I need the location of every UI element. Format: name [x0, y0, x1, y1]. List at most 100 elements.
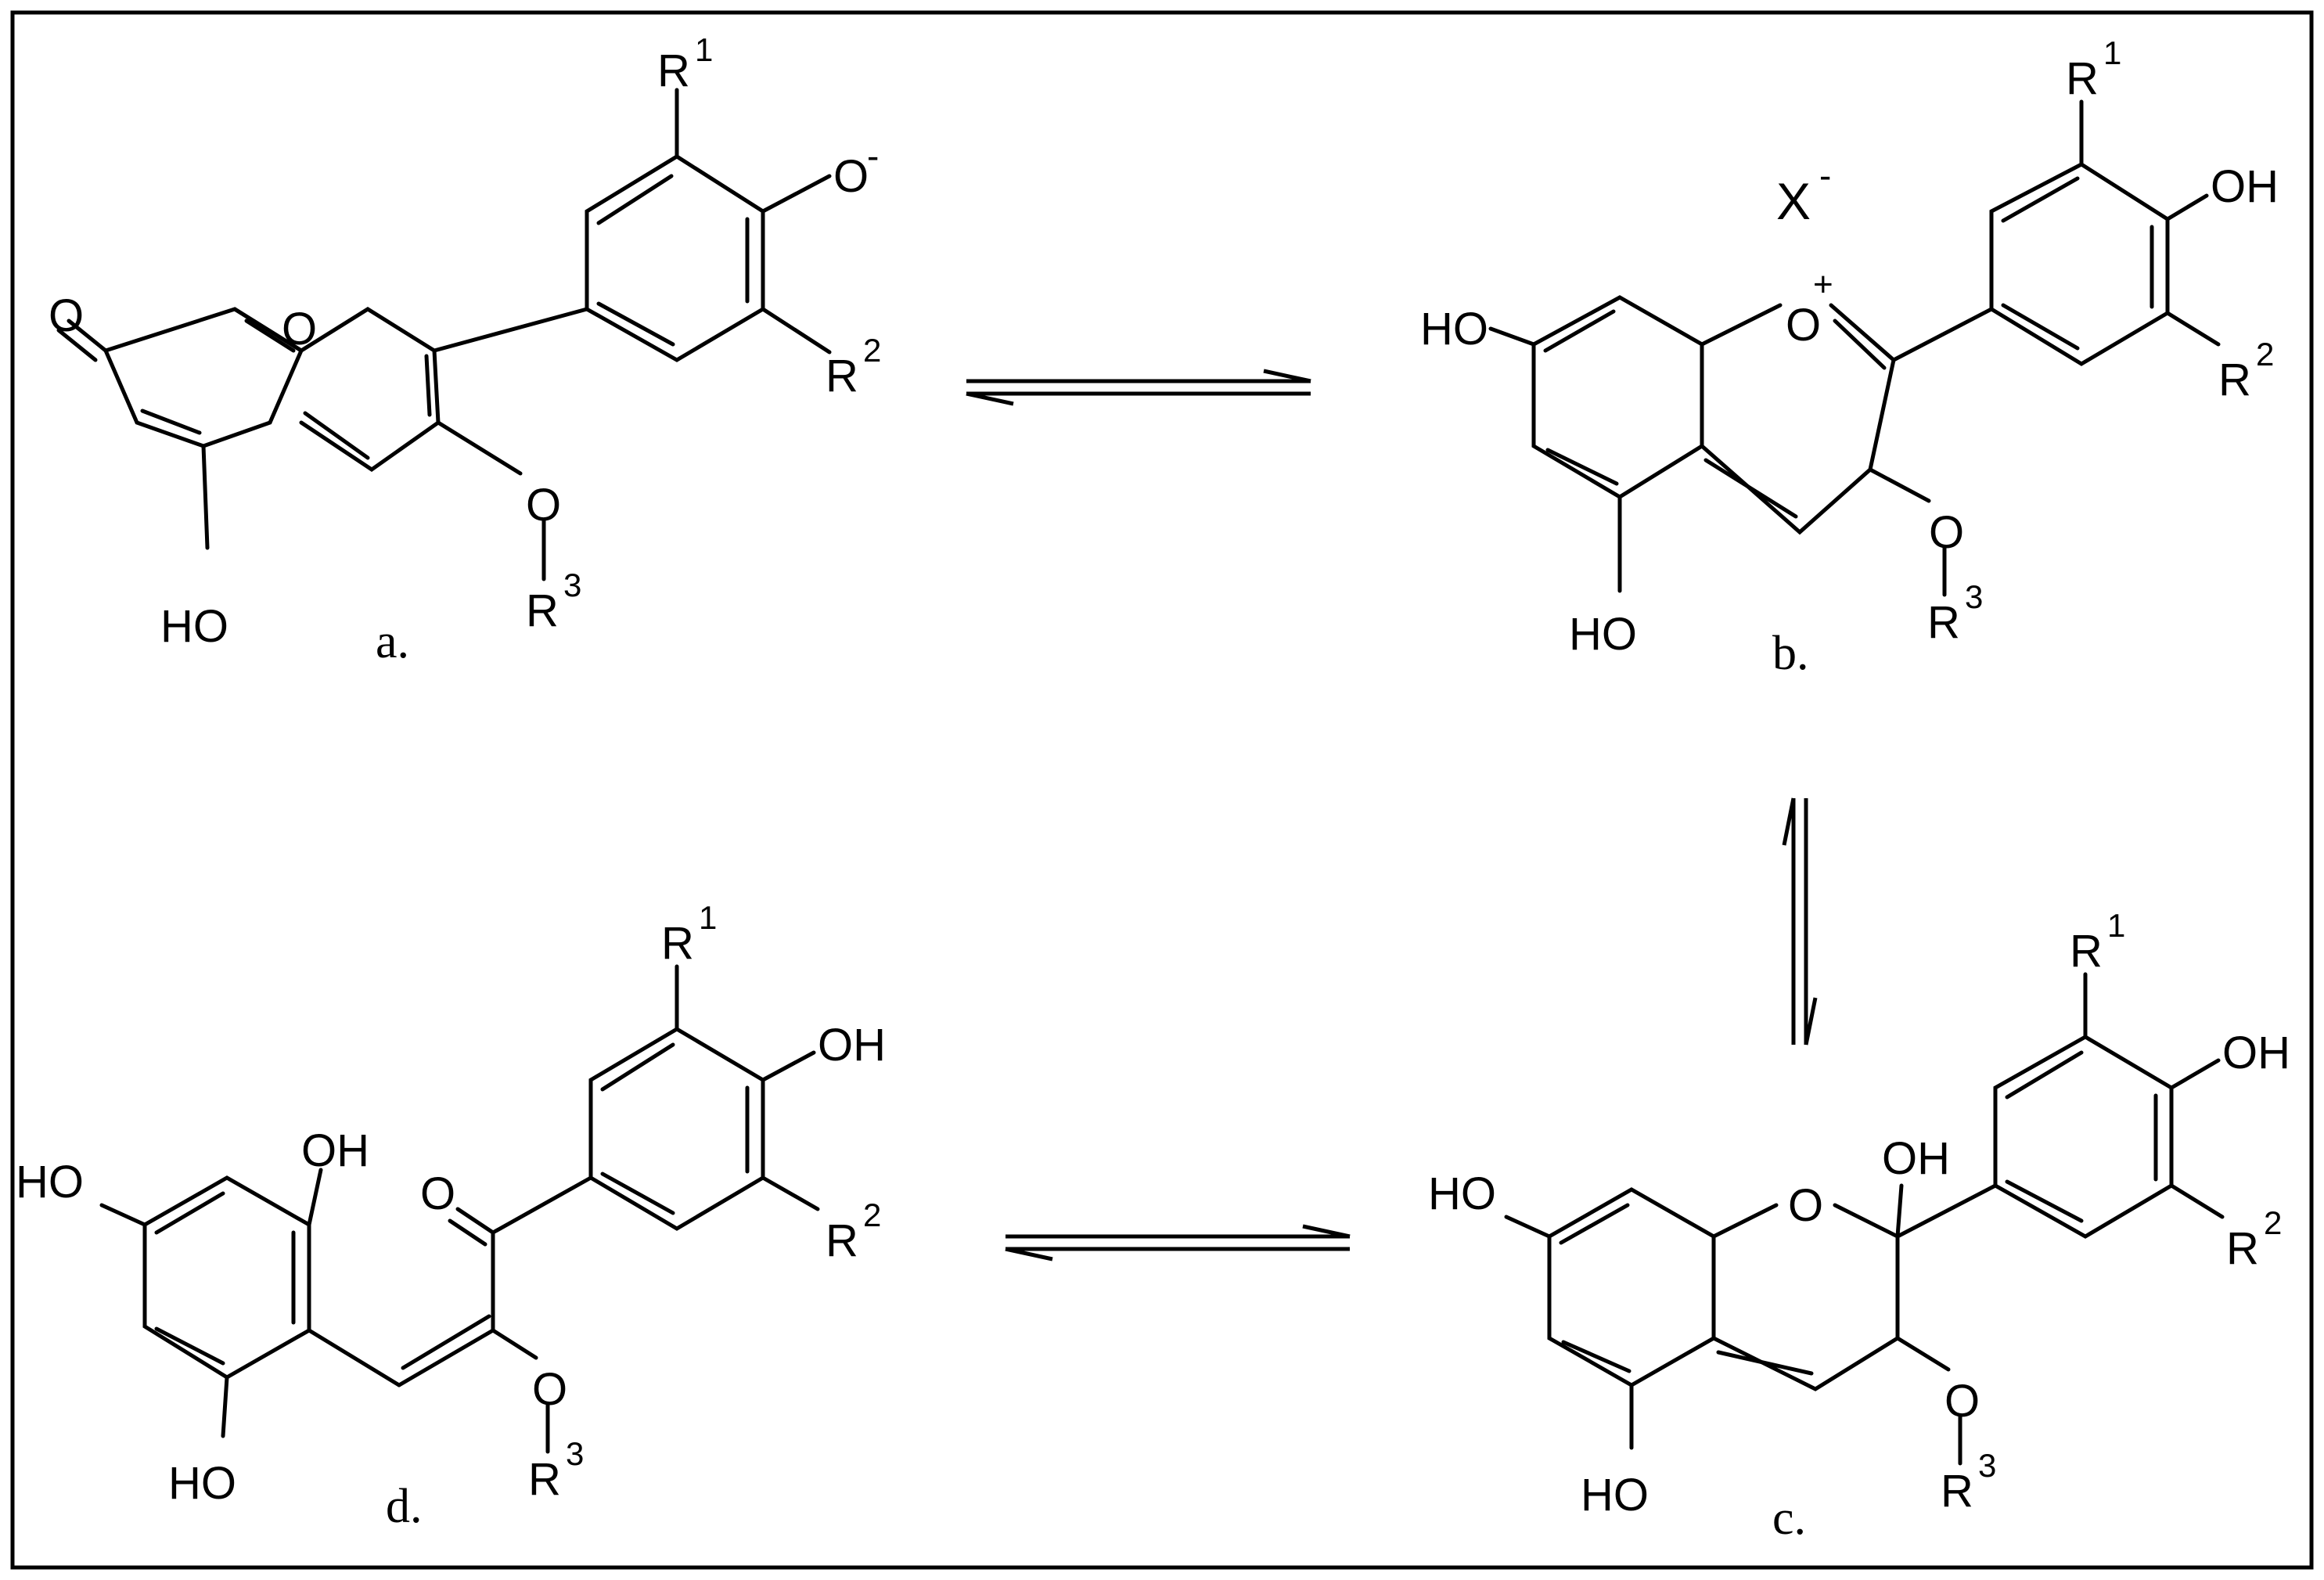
- structure-d-r1: R: [661, 918, 694, 969]
- structure-d-hydroxyl-bond: [221, 1375, 229, 1438]
- structure-d-double-bond: [154, 1191, 225, 1235]
- structure-c-hydroxyl-bond: [1504, 1215, 1552, 1239]
- structure-d-double-bond: [600, 1042, 675, 1092]
- structure-c-hydroxyl-bond: [1895, 1183, 1904, 1239]
- structure-d-r2-bond: [761, 1175, 820, 1211]
- structure-b-double-bond: [1543, 309, 1616, 353]
- structure-a-phenolate-charge: -: [867, 135, 879, 176]
- structure-a-r2-sup: 2: [863, 332, 881, 369]
- structure-a-r3-sup: 3: [563, 567, 581, 603]
- structure-c-hydroxyl-4p: OH: [2222, 1028, 2290, 1078]
- structure-a-ring-b: [585, 154, 765, 362]
- structure-d-double-bond: [401, 1314, 491, 1370]
- structure-d-double-bond: [600, 1172, 675, 1215]
- structure-b-double-bond: [1703, 458, 1798, 519]
- structure-a-double-bond: [596, 301, 675, 347]
- structure-b-biaryl-bond: [1891, 307, 1994, 362]
- structure-d-ring-b: [588, 1027, 765, 1231]
- structure-c-ring-a: [1547, 1187, 1716, 1387]
- structure-d-hydroxyl-left: HO: [16, 1157, 84, 1207]
- structure-c-double-bond: [1716, 1350, 1814, 1376]
- structure-c-hydroxyl-7: HO: [1428, 1168, 1496, 1219]
- structure-b-ether-o: O: [1929, 507, 1964, 558]
- structure-c-double-bond: [2005, 1179, 2084, 1223]
- structure-b-hydroxyl-7: HO: [1420, 304, 1488, 355]
- structure-c-ring-b: [1993, 1035, 2174, 1239]
- structure-d-ether-o: O: [532, 1364, 567, 1415]
- structure-a-label: a.: [376, 615, 409, 668]
- figure-frame: [10, 10, 2314, 1570]
- structure-c-r1: R: [2070, 926, 2103, 977]
- structure-b-ring-o: O: [1786, 300, 1821, 351]
- structure-d-carbonyl-bond: [448, 1218, 487, 1247]
- structure-a-r3: R: [526, 585, 559, 636]
- structure-c-double-bond: [1559, 1203, 1630, 1245]
- structure-a-carbonyl-bond: [67, 319, 108, 353]
- structure-a-double-bond: [244, 319, 296, 353]
- structure-d-r2: R: [826, 1215, 858, 1266]
- structure-c-r2-bond: [2169, 1183, 2225, 1219]
- structure-c-r3: R: [1941, 1466, 1973, 1517]
- structure-c-double-bond: [1561, 1340, 1631, 1373]
- structure-c-r3-sup: 3: [1978, 1447, 1996, 1484]
- structure-d-carbonyl-o: O: [420, 1168, 455, 1219]
- structure-d-ether-bond: [491, 1328, 538, 1360]
- structure-b-r3-sup: 3: [1965, 578, 1983, 615]
- structure-a: O O O - HO O R 1 R 2 R 3 a.: [49, 31, 881, 668]
- structure-b-r1-sup: 1: [2103, 34, 2121, 71]
- structure-b-label: b.: [1772, 627, 1809, 680]
- structure-a-double-bond: [424, 354, 432, 417]
- structure-c-r1-sup: 1: [2107, 907, 2125, 944]
- structure-d-hydroxyl-top: OH: [301, 1125, 369, 1176]
- structure-c-ring-o: O: [1788, 1180, 1823, 1231]
- structure-a-ether-o: O: [526, 480, 561, 531]
- structure-b-r2-sup: 2: [2256, 336, 2274, 373]
- structure-d-r3-sup: 3: [566, 1435, 584, 1472]
- structure-b-r2-bond: [2165, 311, 2221, 347]
- structure-a-carbonyl-o: O: [49, 290, 84, 341]
- structure-d: HO OH HO O O OH R 1 R 2 R 3 d.: [16, 899, 886, 1533]
- structure-d-aryl-bond: [491, 1175, 593, 1235]
- structure-d-hydroxyl-bond: [99, 1203, 147, 1227]
- structure-b-double-bond: [2001, 303, 2080, 351]
- structure-d-chain-bond: [397, 1328, 495, 1387]
- structure-a-double-bond: [303, 411, 370, 460]
- structure-b-r3: R: [1927, 597, 1960, 648]
- structure-c-r2-sup: 2: [2264, 1204, 2282, 1241]
- structure-c-oh-bond: [2169, 1058, 2221, 1090]
- structure-d-r2-sup: 2: [863, 1197, 881, 1233]
- structure-a-ring-o: O: [282, 304, 317, 355]
- structure-b-double-bond: [1545, 448, 1619, 486]
- structure-d-carbonyl-bond: [455, 1207, 495, 1235]
- structure-d-r1-sup: 1: [699, 899, 717, 936]
- structure-a-hydroxyl: HO: [160, 601, 228, 652]
- structure-a-o-bond: [761, 174, 832, 214]
- structure-b-r1: R: [2066, 53, 2099, 104]
- structure-c-label: c.: [1772, 1492, 1806, 1545]
- structure-c-ether-o: O: [1944, 1376, 1980, 1427]
- structure-a-double-bond: [596, 174, 674, 225]
- structure-d-r3: R: [528, 1454, 561, 1505]
- structure-d-ring-a: [142, 1175, 311, 1380]
- equilibrium-arrow-a-b: [966, 369, 1311, 406]
- structure-b-ring-o-charge: +: [1813, 265, 1833, 304]
- structure-a-r2-bond: [761, 307, 832, 355]
- structure-c-hydroxyl-2: OH: [1882, 1133, 1950, 1184]
- structure-c: HO HO O OH O OH R 1 R 2 R 3 c.: [1428, 907, 2290, 1545]
- structure-a-hydroxyl-bond: [201, 444, 210, 550]
- structure-d-chain-bond: [307, 1328, 401, 1387]
- structure-b-r2: R: [2218, 355, 2251, 405]
- structure-b-ring-b: [1989, 162, 2170, 366]
- structure-b-counterion: X: [1776, 172, 1811, 230]
- equilibrium-arrow-d-c: [1005, 1224, 1351, 1261]
- structure-a-r1-sup: 1: [695, 31, 713, 68]
- structure-c-double-bond: [2005, 1050, 2084, 1100]
- structure-c-ether-bond: [1895, 1336, 1951, 1372]
- structure-d-double-bond: [154, 1326, 225, 1366]
- structure-a-ether-bond: [436, 420, 523, 476]
- structure-b-oh-bond: [2165, 193, 2209, 221]
- structure-d-hydroxyl-bond: [307, 1168, 323, 1227]
- structure-a-phenolate-o: O: [833, 151, 869, 202]
- structure-b: X - HO HO O + O OH R 1 R 2: [1420, 34, 2279, 680]
